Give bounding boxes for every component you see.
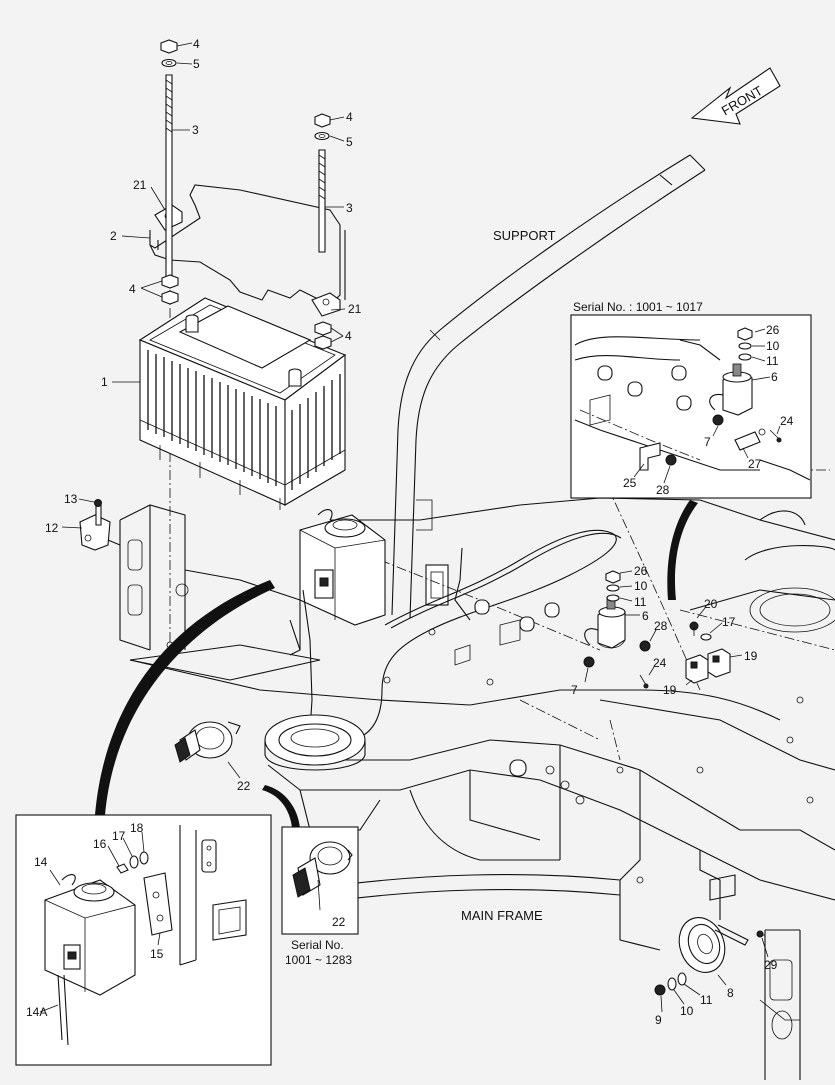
- callout-relay-19-right: 19: [744, 649, 758, 663]
- inset-switch-serial-line1: Serial No.: [291, 938, 344, 952]
- inset-leader-curves: [95, 500, 698, 828]
- callout-inset-switch-22: 22: [332, 915, 346, 929]
- callout-inset1-bolt-7: 7: [704, 435, 711, 449]
- inset-solenoid-serial: Serial No. : 1001 ~ 1017: [573, 300, 703, 314]
- callout-battery-bracket: 2: [110, 229, 117, 243]
- callout-horn-washer-11: 11: [700, 993, 713, 1007]
- callout-bolt-13: 13: [64, 492, 78, 506]
- main-frame-label: MAIN FRAME: [461, 908, 543, 923]
- battery-switch-22: [174, 721, 241, 763]
- callout-inset-washer-17: 17: [112, 829, 126, 843]
- rod-right-assembly: [314, 113, 332, 350]
- callout-bolt-28: 28: [654, 619, 668, 633]
- solenoid-main: [454, 570, 651, 777]
- callout-horn-bolt-9: 9: [655, 1013, 662, 1027]
- callout-inset-bracket-15: 15: [150, 947, 164, 961]
- callout-clamp-right: 21: [348, 302, 362, 316]
- callout-washer-top-right: 5: [346, 135, 353, 149]
- callout-battery: 1: [101, 375, 108, 389]
- callout-nut-26: 26: [634, 564, 648, 578]
- callout-washer-11: 11: [634, 595, 647, 609]
- support-label: SUPPORT: [493, 228, 556, 243]
- callout-bolt-20: 20: [704, 597, 718, 611]
- labels: SUPPORT MAIN FRAME Serial No. : 1001 ~ 1…: [26, 37, 794, 1027]
- callout-inset1-solenoid-6: 6: [771, 370, 778, 384]
- leader-lines: [39, 42, 781, 1013]
- callout-washer-top-left: 5: [193, 57, 200, 71]
- inset-switch: [281, 826, 359, 935]
- callout-horn-bolt-29: 29: [764, 958, 778, 972]
- callout-inset1-screw-24: 24: [780, 414, 794, 428]
- callout-washer-17: 17: [722, 615, 736, 629]
- battery: [138, 297, 347, 510]
- battery-base: [119, 504, 321, 681]
- callout-rod-right: 3: [346, 201, 353, 215]
- callout-nut-top-left: 4: [193, 37, 200, 51]
- callout-nut-mid-right: 4: [345, 329, 352, 343]
- callout-bolt-7: 7: [571, 683, 578, 697]
- inset-washer-tank: [15, 814, 272, 1066]
- callout-inset1-fuse-27: 27: [748, 457, 762, 471]
- callout-screw-24: 24: [653, 656, 667, 670]
- callout-inset1-nut-26: 26: [766, 323, 780, 337]
- callout-relay-19-left: 19: [663, 683, 677, 697]
- callout-horn-washer-10: 10: [680, 1004, 694, 1018]
- callout-nut-top-right: 4: [346, 110, 353, 124]
- relays: [685, 621, 731, 684]
- callout-inset1-washer-11: 11: [766, 354, 779, 368]
- front-arrow: FRONT: [690, 67, 781, 125]
- callout-rod-left: 3: [192, 123, 199, 137]
- callout-clamp-left: 21: [133, 178, 147, 192]
- callout-inset1-washer-10: 10: [766, 339, 780, 353]
- callout-inset-tank-14: 14: [34, 855, 48, 869]
- callout-switch-22: 22: [237, 779, 251, 793]
- support-frame: [391, 154, 706, 619]
- callout-nut-mid-left: 4: [129, 282, 136, 296]
- horn: [654, 917, 765, 996]
- callout-inset-washer-18: 18: [130, 821, 144, 835]
- callout-inset-tank-14a: 14A: [26, 1005, 47, 1019]
- callout-horn-8: 8: [727, 986, 734, 1000]
- swivel-ring: [264, 714, 366, 771]
- callout-inset1-bracket-25: 25: [623, 476, 637, 490]
- washer-tank: [299, 509, 386, 731]
- callout-inset-bolt-16: 16: [93, 837, 107, 851]
- rod-left-assembly: [160, 39, 179, 305]
- inset-switch-serial-line2: 1001 ~ 1283: [285, 953, 352, 967]
- battery-bracket: [149, 184, 346, 317]
- inset-solenoid: [570, 314, 812, 499]
- callout-washer-10: 10: [634, 579, 648, 593]
- callout-bracket-12: 12: [45, 521, 59, 535]
- bracket-12-assembly: [79, 499, 121, 551]
- callout-solenoid-6: 6: [642, 609, 649, 623]
- cables: [344, 529, 622, 741]
- callout-inset1-bolt-28: 28: [656, 483, 670, 497]
